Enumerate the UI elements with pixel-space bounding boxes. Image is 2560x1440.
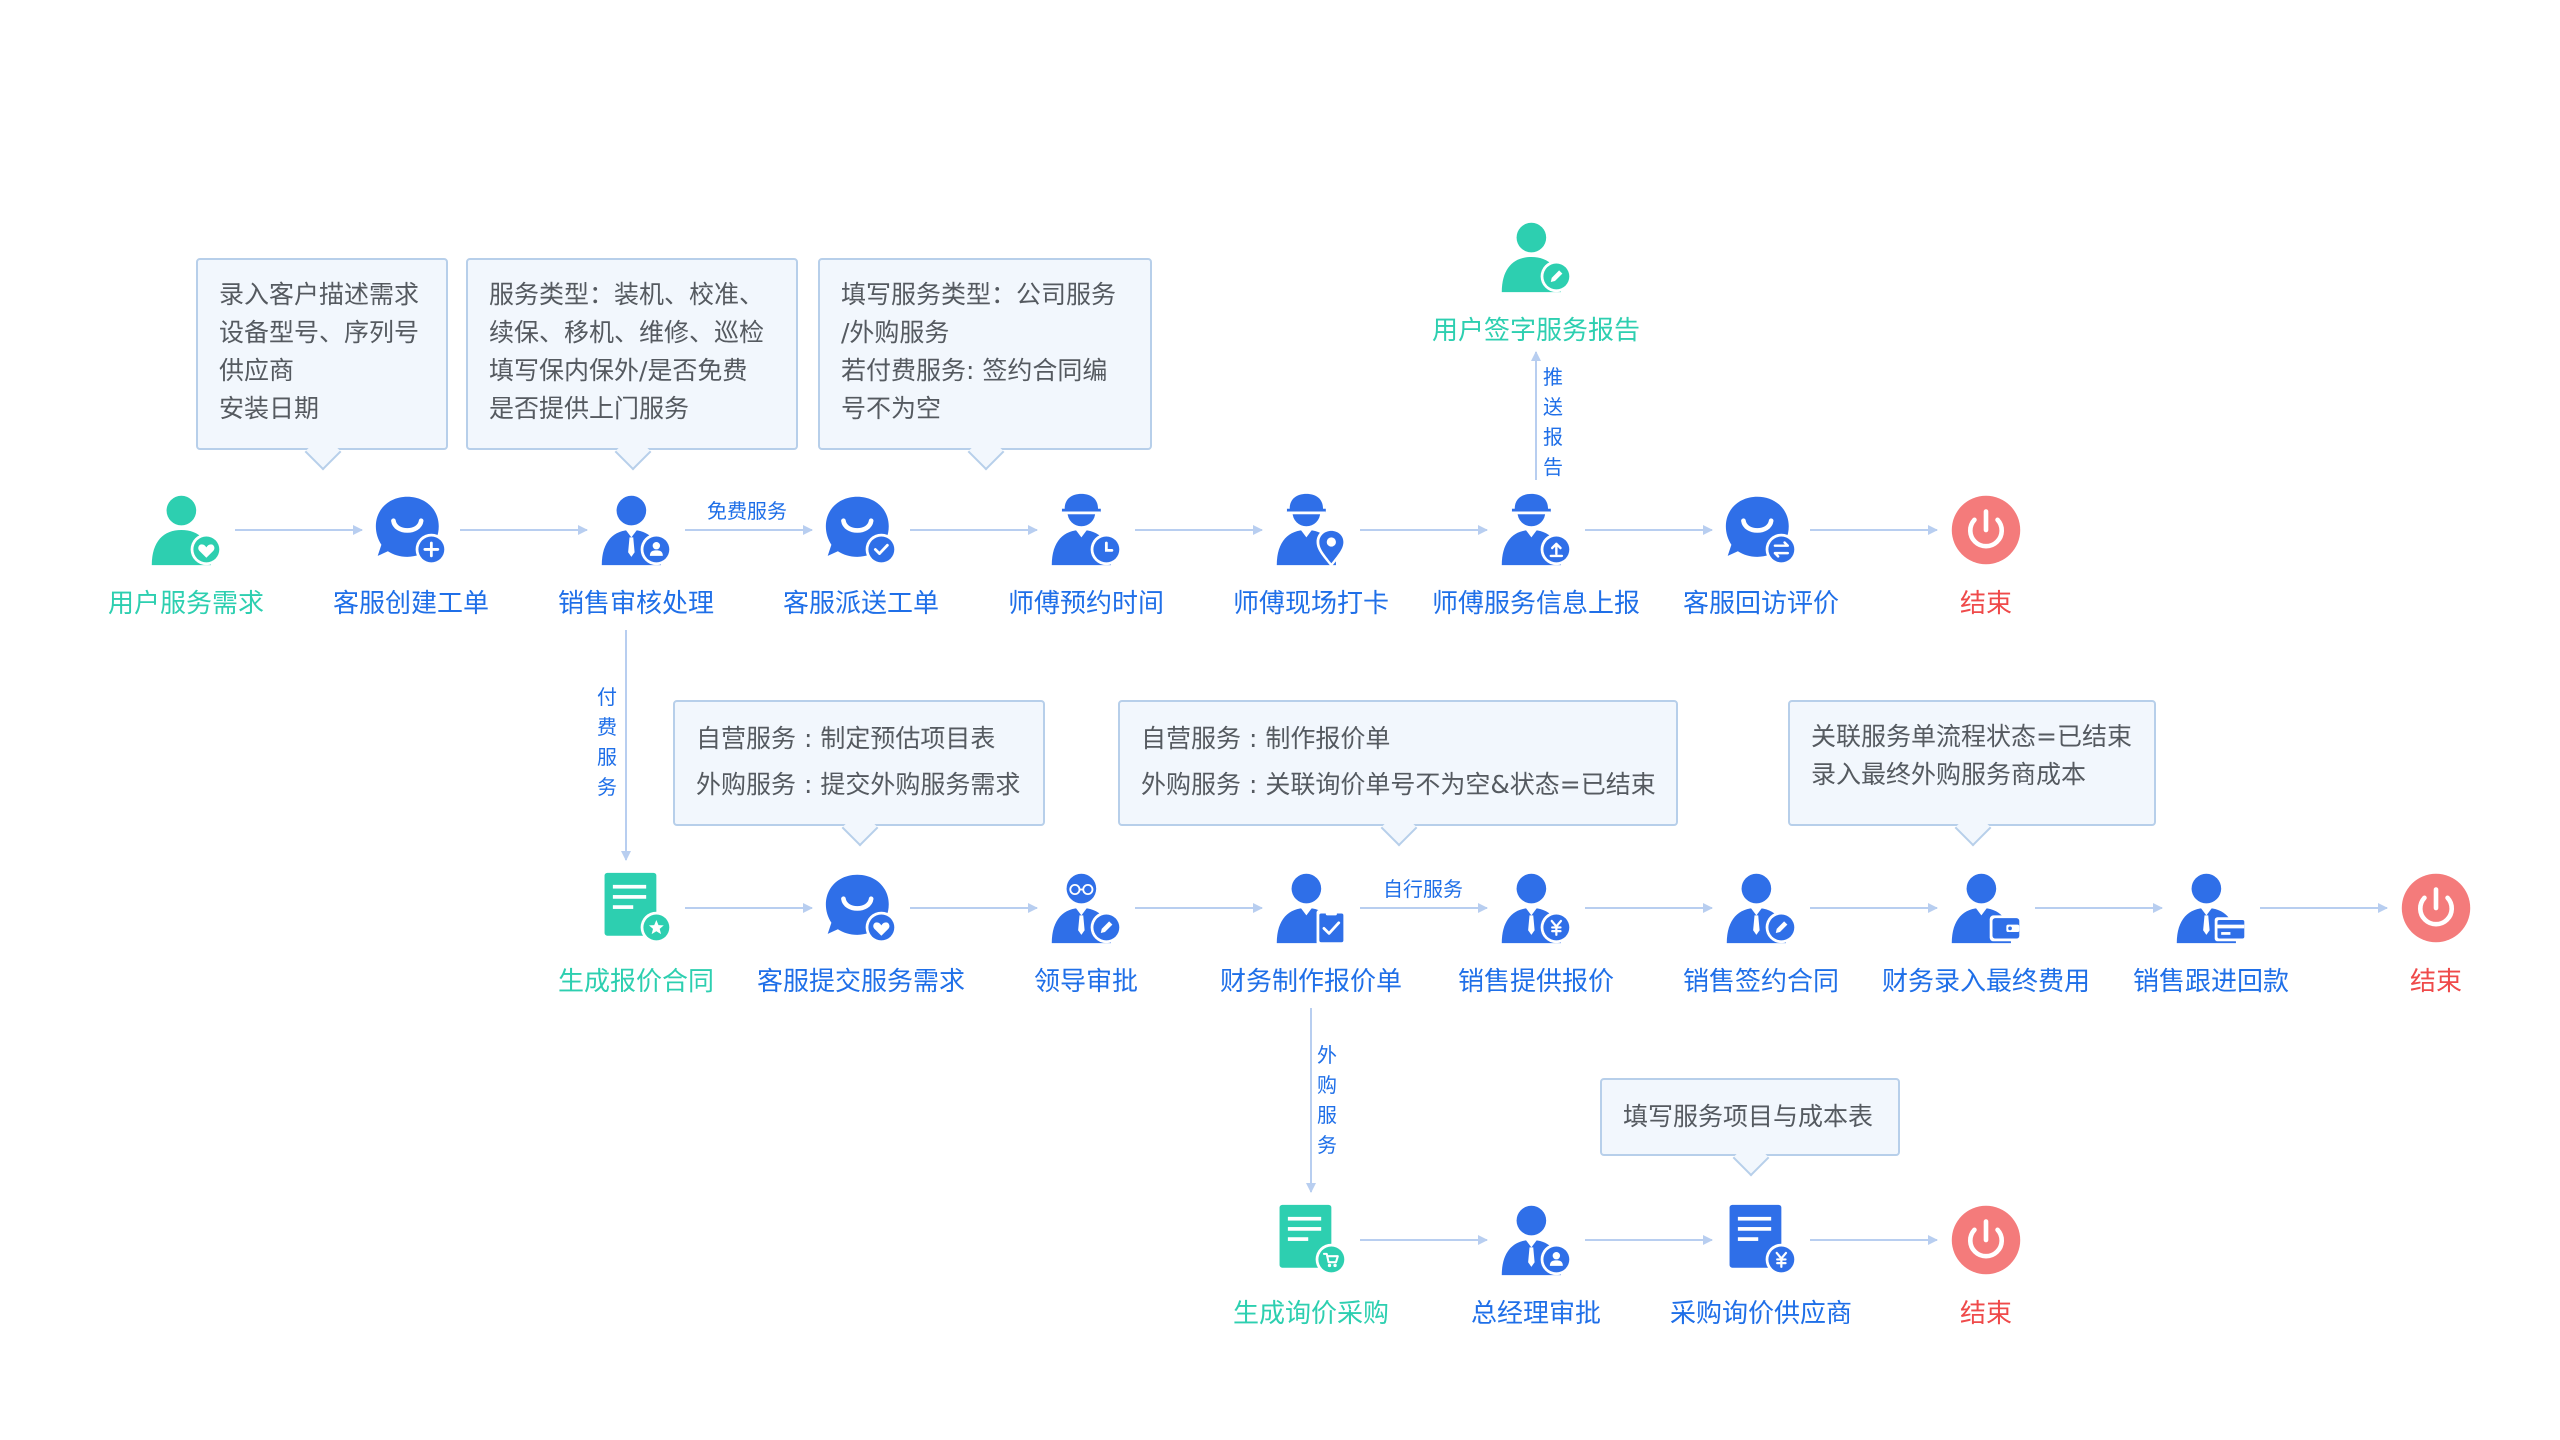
node-label: 结束 — [1959, 1299, 2012, 1329]
chat-check-icon — [825, 496, 898, 566]
callout-line: 是否提供上门服务 — [489, 394, 690, 423]
callout-tail — [1380, 809, 1418, 847]
node-label: 销售提供报价 — [1457, 967, 1614, 997]
edge-label-outsourced-service: 外购服务 — [1317, 1043, 1337, 1157]
node-label: 领导审批 — [1033, 967, 1138, 997]
callout-line: 设备型号、序列号 — [219, 318, 420, 347]
callout-tail — [614, 433, 652, 471]
callout-line: 号不为空 — [841, 394, 942, 423]
power-icon — [2401, 873, 2471, 943]
callout-sales-review: 服务类型：装机、校准、 续保、移机、维修、巡检 填写保内保外/是否免费 是否提供… — [466, 258, 798, 471]
callout-dispatch: 填写服务类型：公司服务 /外购服务 若付费服务: 签约合同编 号不为空 — [818, 258, 1152, 471]
callout-line: 填写服务类型：公司服务 — [841, 280, 1117, 309]
callout-line: 安装日期 — [219, 394, 320, 423]
node-label: 师傅预约时间 — [1007, 589, 1164, 619]
person-edit-icon — [1501, 222, 1573, 293]
callout-line: 续保、移机、维修、巡检 — [489, 318, 765, 347]
callout-line: 若付费服务: 签约合同编 — [841, 356, 1108, 385]
node-label: 生成询价采购 — [1232, 1299, 1389, 1329]
edge-label-push-report: 推送报告 — [1543, 365, 1563, 479]
node-label: 师傅服务信息上报 — [1431, 589, 1640, 619]
staff-edit-icon — [1726, 873, 1798, 944]
node-label: 客服提交服务需求 — [756, 967, 965, 997]
document-cart-icon — [1279, 1204, 1348, 1276]
worker-upload-icon — [1501, 493, 1573, 566]
staff-clipboard-icon — [1276, 873, 1347, 945]
document-yuan-icon — [1729, 1204, 1798, 1276]
callout-line: 外购服务 : 提交外购服务需求 — [696, 770, 1021, 799]
node-label: 用户签字服务报告 — [1431, 316, 1640, 346]
node-label: 财务录入最终费用 — [1881, 967, 2090, 997]
edge-label-paid-service: 付费服务 — [597, 685, 617, 799]
callout-tail — [1954, 809, 1992, 847]
callout-finance-quote: 自营服务 : 制作报价单 外购服务 : 关联询价单号不为空&状态=已结束 — [1118, 700, 1678, 847]
power-icon — [1951, 495, 2021, 565]
callout-cs-submit: 自营服务 : 制定预估项目表 外购服务 : 提交外购服务需求 — [673, 700, 1045, 847]
node-label: 师傅现场打卡 — [1232, 589, 1389, 619]
worker-clock-icon — [1051, 493, 1123, 566]
manager-user-icon — [1501, 1205, 1573, 1276]
node-label: 销售跟进回款 — [2132, 967, 2289, 997]
node-label: 结束 — [2409, 967, 2462, 997]
callout-line: 供应商 — [219, 356, 295, 385]
node-label: 生成报价合同 — [557, 967, 714, 997]
callout-tail — [967, 433, 1005, 471]
node-label: 销售审核处理 — [557, 589, 714, 619]
callout-line: 填写服务项目与成本表 — [1623, 1102, 1874, 1131]
callout-tail — [841, 809, 879, 847]
node-label: 结束 — [1959, 589, 2012, 619]
callout-line: 关联服务单流程状态=已结束 — [1811, 722, 2132, 751]
worker-location-icon — [1276, 493, 1347, 567]
chat-heart-icon — [825, 874, 898, 944]
staff-yuan-icon — [1501, 873, 1573, 944]
staff-wallet-icon — [1951, 873, 2023, 944]
leader-edit-icon — [1051, 873, 1123, 944]
callout-line: 填写保内保外/是否免费 — [489, 356, 748, 385]
staff-user-icon — [601, 495, 673, 566]
power-icon — [1951, 1205, 2021, 1275]
callout-purchase-supplier: 填写服务项目与成本表 — [1600, 1078, 1900, 1177]
node-label: 客服派送工单 — [782, 589, 939, 619]
node-label: 销售签约合同 — [1682, 967, 1839, 997]
node-label: 客服回访评价 — [1682, 589, 1839, 619]
callout-line: 自营服务 : 制作报价单 — [1141, 724, 1391, 753]
callout-line: 服务类型：装机、校准、 — [489, 280, 765, 309]
callout-finance-final: 关联服务单流程状态=已结束 录入最终外购服务商成本 — [1788, 700, 2156, 847]
node-label: 采购询价供应商 — [1669, 1299, 1852, 1329]
document-star-icon — [604, 872, 673, 944]
callout-create-ticket: 录入客户描述需求 设备型号、序列号 供应商 安装日期 — [196, 258, 448, 471]
chat-exchange-icon — [1725, 496, 1798, 566]
callout-line: 录入最终外购服务商成本 — [1811, 760, 2087, 789]
node-label: 客服创建工单 — [332, 589, 489, 619]
callout-line: 自营服务 : 制定预估项目表 — [696, 724, 996, 753]
node-label: 财务制作报价单 — [1219, 967, 1402, 997]
callout-line: 录入客户描述需求 — [219, 280, 420, 309]
callout-line: 外购服务 : 关联询价单号不为空&状态=已结束 — [1141, 770, 1656, 799]
callout-tail — [1732, 1139, 1770, 1177]
edge-label-free-service: 免费服务 — [707, 499, 787, 523]
callout-line: /外购服务 — [841, 318, 950, 347]
chat-plus-icon — [375, 496, 448, 566]
edge-label-self-service: 自行服务 — [1383, 877, 1463, 901]
node-label: 用户服务需求 — [107, 589, 264, 619]
staff-card-icon — [2176, 873, 2248, 944]
person-heart-icon — [151, 495, 223, 566]
callout-tail — [304, 433, 342, 471]
node-label: 总经理审批 — [1470, 1299, 1601, 1329]
